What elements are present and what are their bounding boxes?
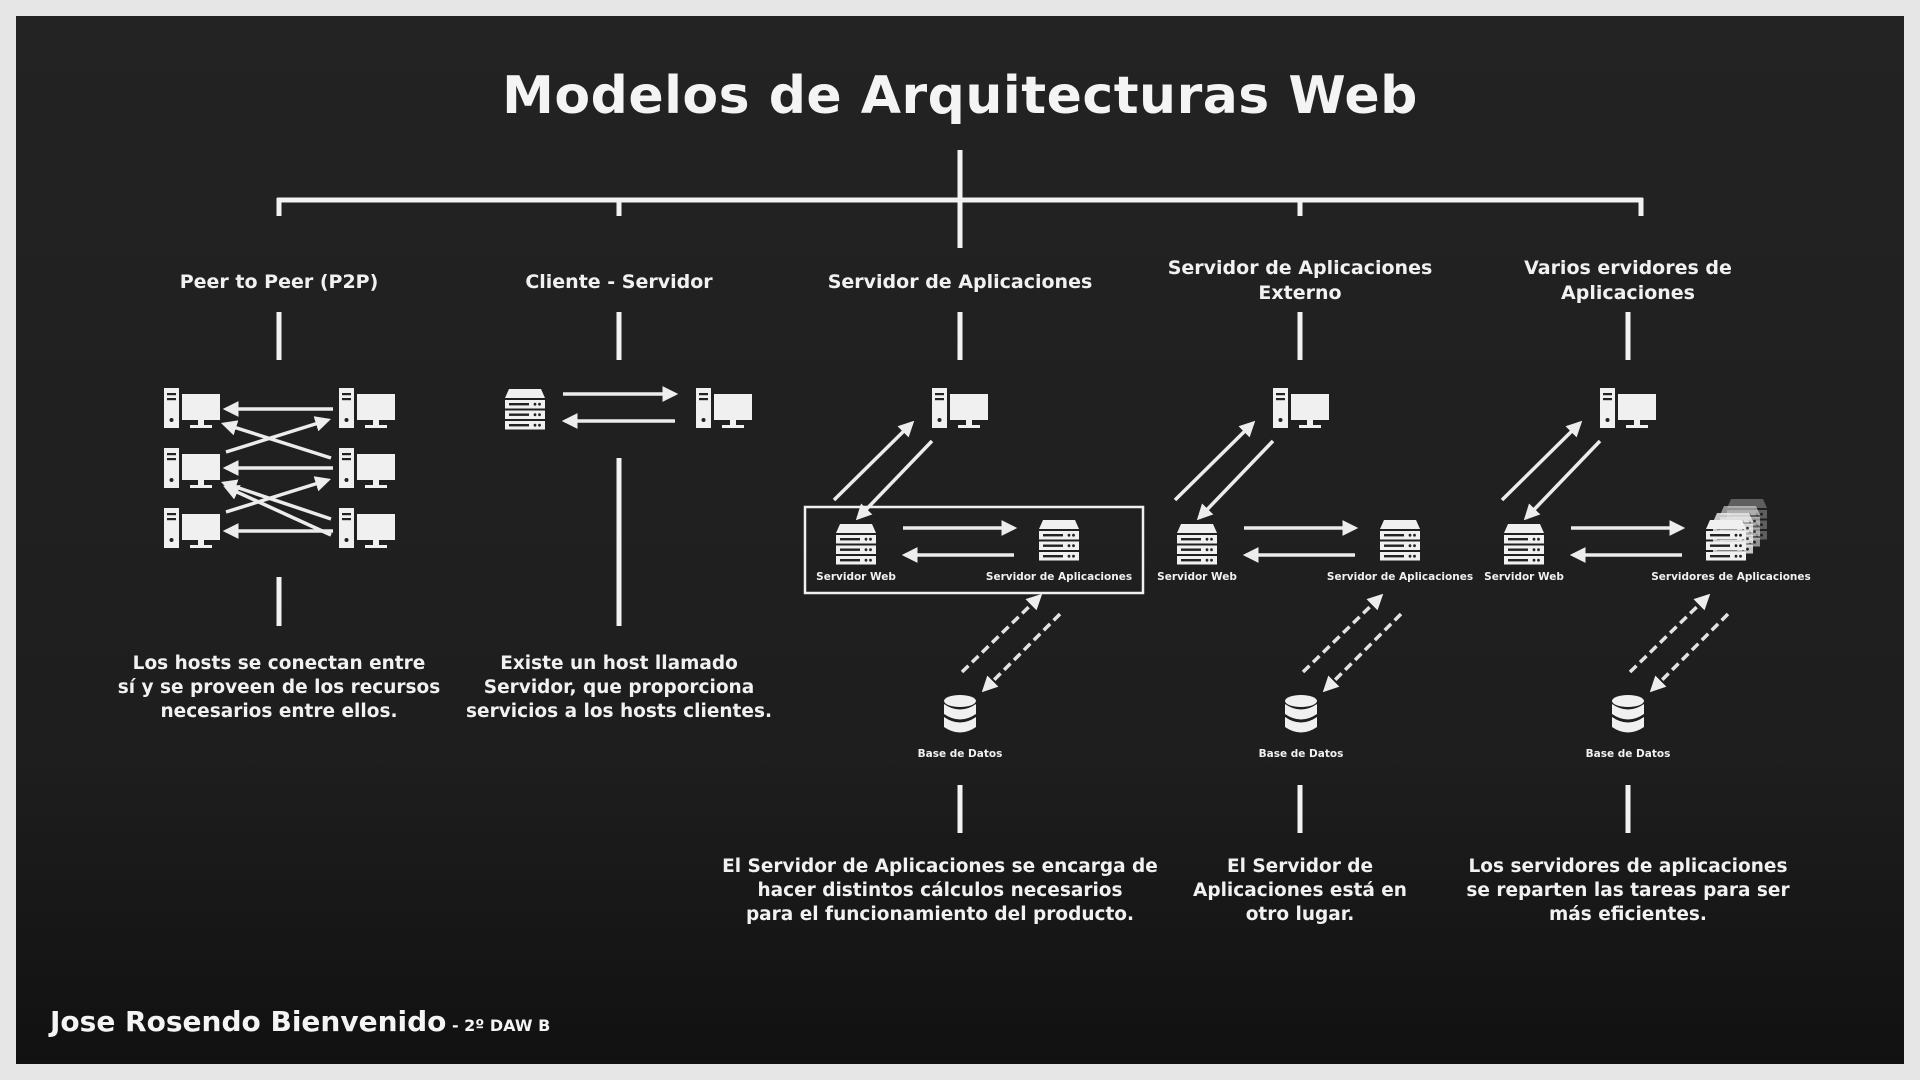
dashed-arrow-icon [960, 593, 1043, 674]
web-server-label: Servidor Web [1157, 571, 1237, 583]
database-label: Base de Datos [1585, 748, 1671, 760]
heading-app-server: Servidor de Aplicaciones [827, 271, 1093, 293]
arrow-icon [221, 479, 332, 521]
arrow-icon [225, 476, 332, 514]
heading-client-server: Cliente - Servidor [525, 271, 713, 293]
app-servers-label: Servidores de Aplicaciones [1651, 571, 1811, 583]
author-credit: Jose Rosendo Bienvenido - 2º DAW B [50, 1005, 550, 1038]
author-course: - 2º DAW B [446, 1016, 551, 1035]
dashed-arrow-icon [981, 612, 1062, 693]
server-group-box [803, 505, 1145, 595]
author-name: Jose Rosendo Bienvenido [50, 1005, 447, 1038]
dashed-arrow-icon [1649, 612, 1730, 693]
arrow-icon [223, 485, 332, 537]
arrow-icon [1196, 439, 1275, 521]
dashed-arrow-icon [1628, 593, 1711, 674]
arrow-icon [855, 439, 934, 521]
web-server-label: Servidor Web [1484, 571, 1564, 583]
dashed-arrow-icon [1301, 593, 1384, 674]
web-server-label: Servidor Web [816, 571, 896, 583]
database-label: Base de Datos [1258, 748, 1344, 760]
arrow-icon [225, 416, 332, 454]
app-server-label: Servidor de Aplicaciones [1326, 571, 1474, 583]
arrow-icon [1173, 420, 1256, 502]
main-title: Modelos de Arquitecturas Web [502, 66, 1418, 126]
arrow-icon [832, 420, 915, 502]
desc-app-server: El Servidor de Aplicaciones se encarga d… [722, 856, 1158, 925]
arrow-icon [1500, 420, 1583, 502]
dashed-arrow-icon [1322, 612, 1403, 693]
arrow-icon [220, 420, 332, 460]
heading-p2p: Peer to Peer (P2P) [179, 271, 379, 293]
database-label: Base de Datos [917, 748, 1003, 760]
arrow-icon [1523, 439, 1602, 521]
app-server-label: Servidor de Aplicaciones [985, 571, 1133, 583]
